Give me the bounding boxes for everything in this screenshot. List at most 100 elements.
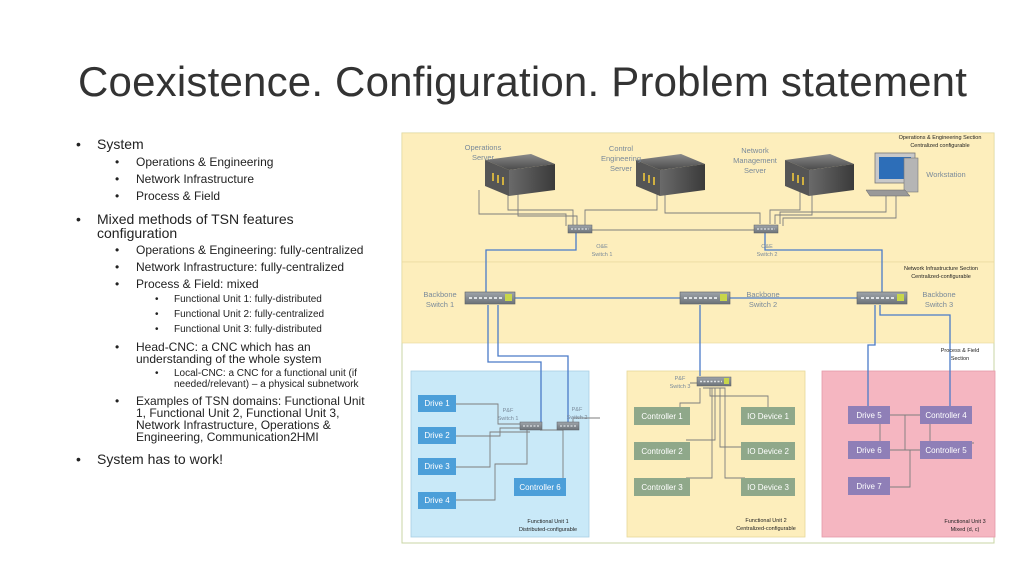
pf-switch-2-label: P&F: [572, 407, 583, 413]
nm-server-label: Server: [744, 166, 767, 175]
pf-switch-2-label: Switch 2: [567, 415, 588, 421]
drive-2-label: Drive 2: [424, 431, 450, 440]
backbone-switch-2-label: Backbone: [746, 290, 779, 299]
bullet-item-cont: configuration: [97, 225, 178, 241]
nm-server-label: Management: [733, 156, 778, 165]
controller-5-label: Controller 5: [925, 446, 967, 455]
server-icon: [785, 154, 854, 196]
fu2-label: Functional Unit 2: [745, 518, 786, 524]
bullet-item: •Network Infrastructure: fully-centraliz…: [115, 260, 345, 274]
ops-cabling: [478, 190, 897, 231]
drive-5-box: [848, 406, 890, 424]
drive-1-box: [418, 395, 456, 412]
proc-section-label: Process & Field: [941, 348, 980, 354]
pf-switch-3-icon: [696, 376, 732, 387]
bullet-item: •Functional Unit 3: fully-distributed: [155, 324, 322, 335]
pf-switch-2-icon: [556, 421, 580, 431]
ops-section-label: Operations & Engineering Section: [899, 135, 982, 141]
nm-server-label: Network: [741, 146, 769, 155]
bullet-item: •Process & Field: mixed: [115, 277, 259, 291]
bullet-item: •Network Infrastructure: [115, 172, 255, 186]
drive-2-box: [418, 427, 456, 444]
io-device-2-label: IO Device 2: [747, 447, 789, 456]
oe-switch-2-label: Switch 2: [757, 252, 778, 258]
bullet-item-cont: Network Infrastructure, Operations &: [136, 418, 331, 432]
server-icon: [485, 154, 555, 196]
device-boxes: [418, 395, 972, 509]
bullet-item: •Examples of TSN domains: Functional Uni…: [115, 394, 365, 408]
bullet-item-cont: 1, Functional Unit 2, Functional Unit 3,: [136, 406, 340, 420]
controller-1-box: [634, 407, 690, 425]
drive-6-label: Drive 6: [856, 446, 882, 455]
controller-3-label: Controller 3: [641, 483, 683, 492]
drive-4-label: Drive 4: [424, 496, 450, 505]
fu1-label: Functional Unit 1: [527, 519, 568, 525]
workstation-icon: [865, 152, 919, 197]
bullet-item: •Mixed methods of TSN features: [76, 211, 294, 227]
net-section-label: Centralized-configurable: [911, 274, 971, 280]
bullet-item: •Functional Unit 1: fully-distributed: [155, 294, 322, 305]
drive-3-box: [418, 458, 456, 475]
fu1-label: Distributed-configurable: [519, 527, 577, 533]
bullet-item: •Local-CNC: a CNC for a functional unit …: [155, 368, 357, 379]
ctrl-server-label: Control: [609, 144, 634, 153]
drive-7-label: Drive 7: [856, 482, 882, 491]
drive-3-label: Drive 3: [424, 462, 450, 471]
controller-2-box: [634, 442, 690, 460]
drive-6-box: [848, 441, 890, 459]
bullet-item: •System has to work!: [76, 451, 224, 467]
drive-4-box: [418, 492, 456, 509]
proc-section-label: Section: [951, 356, 969, 362]
ctrl-server-label: Engineering: [601, 154, 641, 163]
net-section-label: Network Infrastructure Section: [904, 266, 978, 272]
controller-3-box: [634, 478, 690, 496]
backbone-switch-1-label: Switch 1: [426, 300, 454, 309]
controller-4-box: [920, 406, 972, 424]
drive-1-label: Drive 1: [424, 399, 450, 408]
controller-4-label: Controller 4: [925, 411, 967, 420]
fu2-label: Centralized-configurable: [736, 526, 796, 532]
bullet-item: •Head-CNC: a CNC which has an: [115, 340, 311, 354]
backbone-switch-3-icon: [856, 291, 908, 305]
bullet-item: •Process & Field: [115, 189, 221, 203]
pf-switch-1-label: P&F: [503, 408, 514, 414]
oe-switch-1-icon: [567, 224, 593, 234]
io-device-2-box: [741, 442, 795, 460]
ops-server-label: Server: [472, 153, 495, 162]
backbone-switch-3-label: Backbone: [922, 290, 955, 299]
bullet-item-cont: Engineering, Communication2HMI: [136, 430, 319, 444]
io-device-1-label: IO Device 1: [747, 412, 789, 421]
controller-2-label: Controller 2: [641, 447, 683, 456]
pf-switch-1-icon: [519, 421, 543, 431]
io-device-3-label: IO Device 3: [747, 483, 789, 492]
fu3-label: Mixed (d, c): [951, 527, 980, 533]
ops-server-label: Operations: [465, 143, 502, 152]
fu3-label: Functional Unit 3: [944, 519, 985, 525]
backbone-switch-1-label: Backbone: [423, 290, 456, 299]
backbone-switch-3-label: Switch 3: [925, 300, 953, 309]
bullet-item-cont: needed/relevant) – a physical subnetwork: [174, 379, 359, 390]
slide-title: Coexistence. Configuration. Problem stat…: [78, 58, 968, 105]
device-cabling: [453, 382, 974, 501]
ops-section-label: Centralized configurable: [910, 143, 969, 149]
ctrl-server-label: Server: [610, 164, 633, 173]
pf-switch-3-label: Switch 3: [670, 384, 691, 390]
oe-switch-1-label: Switch 1: [592, 252, 613, 258]
controller-6-label: Controller 6: [519, 483, 561, 492]
oe-switch-1-label: O&E: [596, 244, 608, 250]
bullet-item-cont: understanding of the whole system: [136, 352, 322, 366]
pf-switch-1-label: Switch 1: [498, 416, 519, 422]
drive-7-box: [848, 477, 890, 495]
oe-switch-2-icon: [753, 224, 779, 234]
io-device-1-box: [741, 407, 795, 425]
bullet-item: •System: [76, 136, 144, 152]
oe-switch-2-label: O&E: [761, 244, 773, 250]
bullet-item: •Operations & Engineering: [115, 155, 274, 169]
bullet-item: •Operations & Engineering: fully-central…: [115, 243, 364, 257]
backbone-links: [485, 232, 951, 422]
workstation-label: Workstation: [926, 170, 965, 179]
controller-5-box: [920, 441, 972, 459]
backbone-switch-1-icon: [464, 291, 516, 305]
pf-switch-3-label: P&F: [675, 376, 686, 382]
